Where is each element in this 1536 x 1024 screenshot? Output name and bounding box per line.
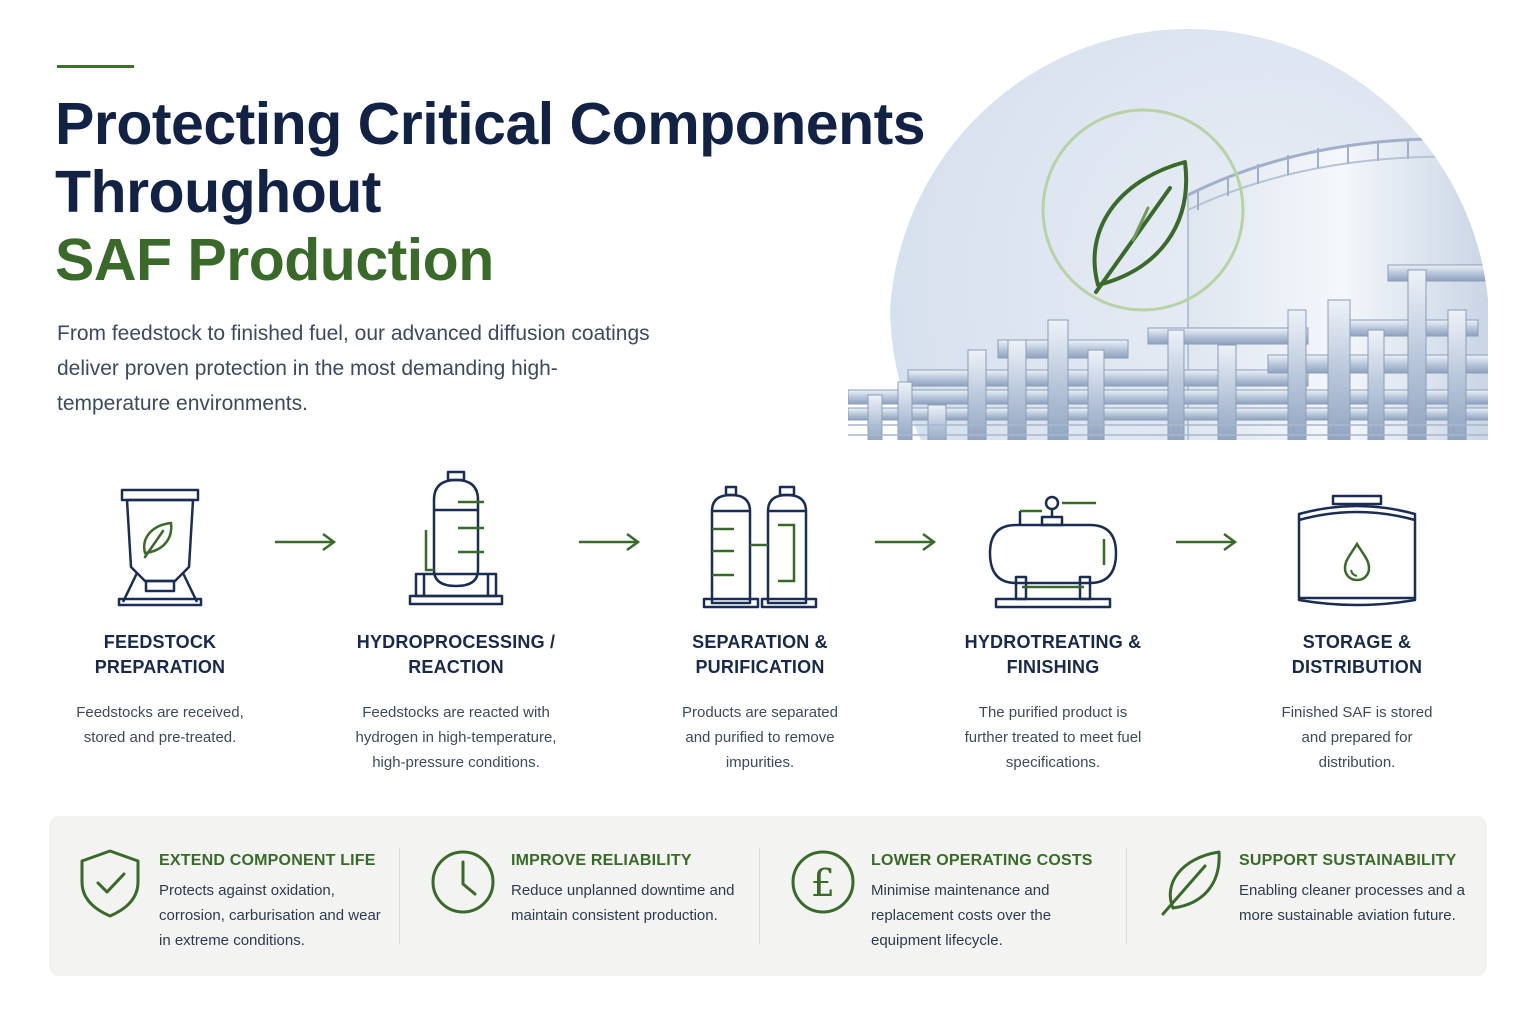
shield-check-icon [80,849,140,918]
benefit-title: SUPPORT SUSTAINABILITY [1239,852,1457,869]
refinery-illustration [848,28,1488,440]
leaf-icon [1161,850,1221,916]
benefits-panel: EXTEND COMPONENT LIFE Protects against o… [49,816,1487,976]
accent-rule [57,65,134,68]
title-line-2: Throughout [55,159,381,225]
arrow-right-icon [275,532,337,552]
step-storage-distribution: STORAGE &DISTRIBUTION Finished SAF is st… [1237,460,1477,775]
step-description: Feedstocks are reacted with hydrogen in … [355,704,557,771]
step-description: Products are separated and purified to r… [682,704,838,771]
hopper-leaf-icon [117,488,203,607]
arrow-right-icon [1176,532,1238,552]
benefit-description: Minimise maintenance and replacement cos… [871,882,1052,949]
benefit-description: Reduce unplanned downtime and maintain c… [511,882,735,924]
svg-text:£: £ [811,861,835,905]
divider [399,848,400,944]
step-description: Feedstocks are received, stored and pre-… [76,704,244,746]
page-title: Protecting Critical Components Throughou… [55,90,926,294]
step-label: STORAGE &DISTRIBUTION [1291,632,1423,677]
step-hydrotreating-finishing: HYDROTREATING &FINISHING The purified pr… [933,460,1173,775]
benefit-title: IMPROVE RELIABILITY [511,852,692,869]
step-label: HYDROTREATING &FINISHING [964,632,1142,677]
step-separation-purification: SEPARATION &PURIFICATION Products are se… [640,460,880,775]
arrow-right-icon [875,532,937,552]
step-description: Finished SAF is stored and prepared for … [1281,704,1433,771]
intro-text: From feedstock to finished fuel, our adv… [57,322,650,415]
hero-leaf-icon [1092,160,1189,294]
benefit-description: Enabling cleaner processes and a more su… [1239,882,1465,924]
divider [1126,848,1127,944]
step-description: The purified product is further treated … [964,704,1142,771]
benefit-description: Protects against oxidation, corrosion, c… [159,882,381,949]
separation-columns-icon [702,485,818,609]
horizontal-vessel-icon [988,495,1117,609]
clock-icon [431,850,495,914]
storage-tank-drop-icon [1297,494,1417,607]
arrow-right-icon [579,532,641,552]
step-hydroprocessing-reaction: HYDROPROCESSING /REACTION Feedstocks are… [336,460,576,775]
benefit-title: EXTEND COMPONENT LIFE [159,852,376,869]
step-label: SEPARATION &PURIFICATION [692,632,828,677]
title-line-1: Protecting Critical Components [55,91,926,157]
divider [759,848,760,944]
reactor-icon [408,470,504,606]
benefit-title: LOWER OPERATING COSTS [871,852,1093,869]
step-label: HYDROPROCESSING /REACTION [356,632,556,677]
pound-coin-icon: £ [791,850,855,914]
title-line-3: SAF Production [55,227,494,293]
